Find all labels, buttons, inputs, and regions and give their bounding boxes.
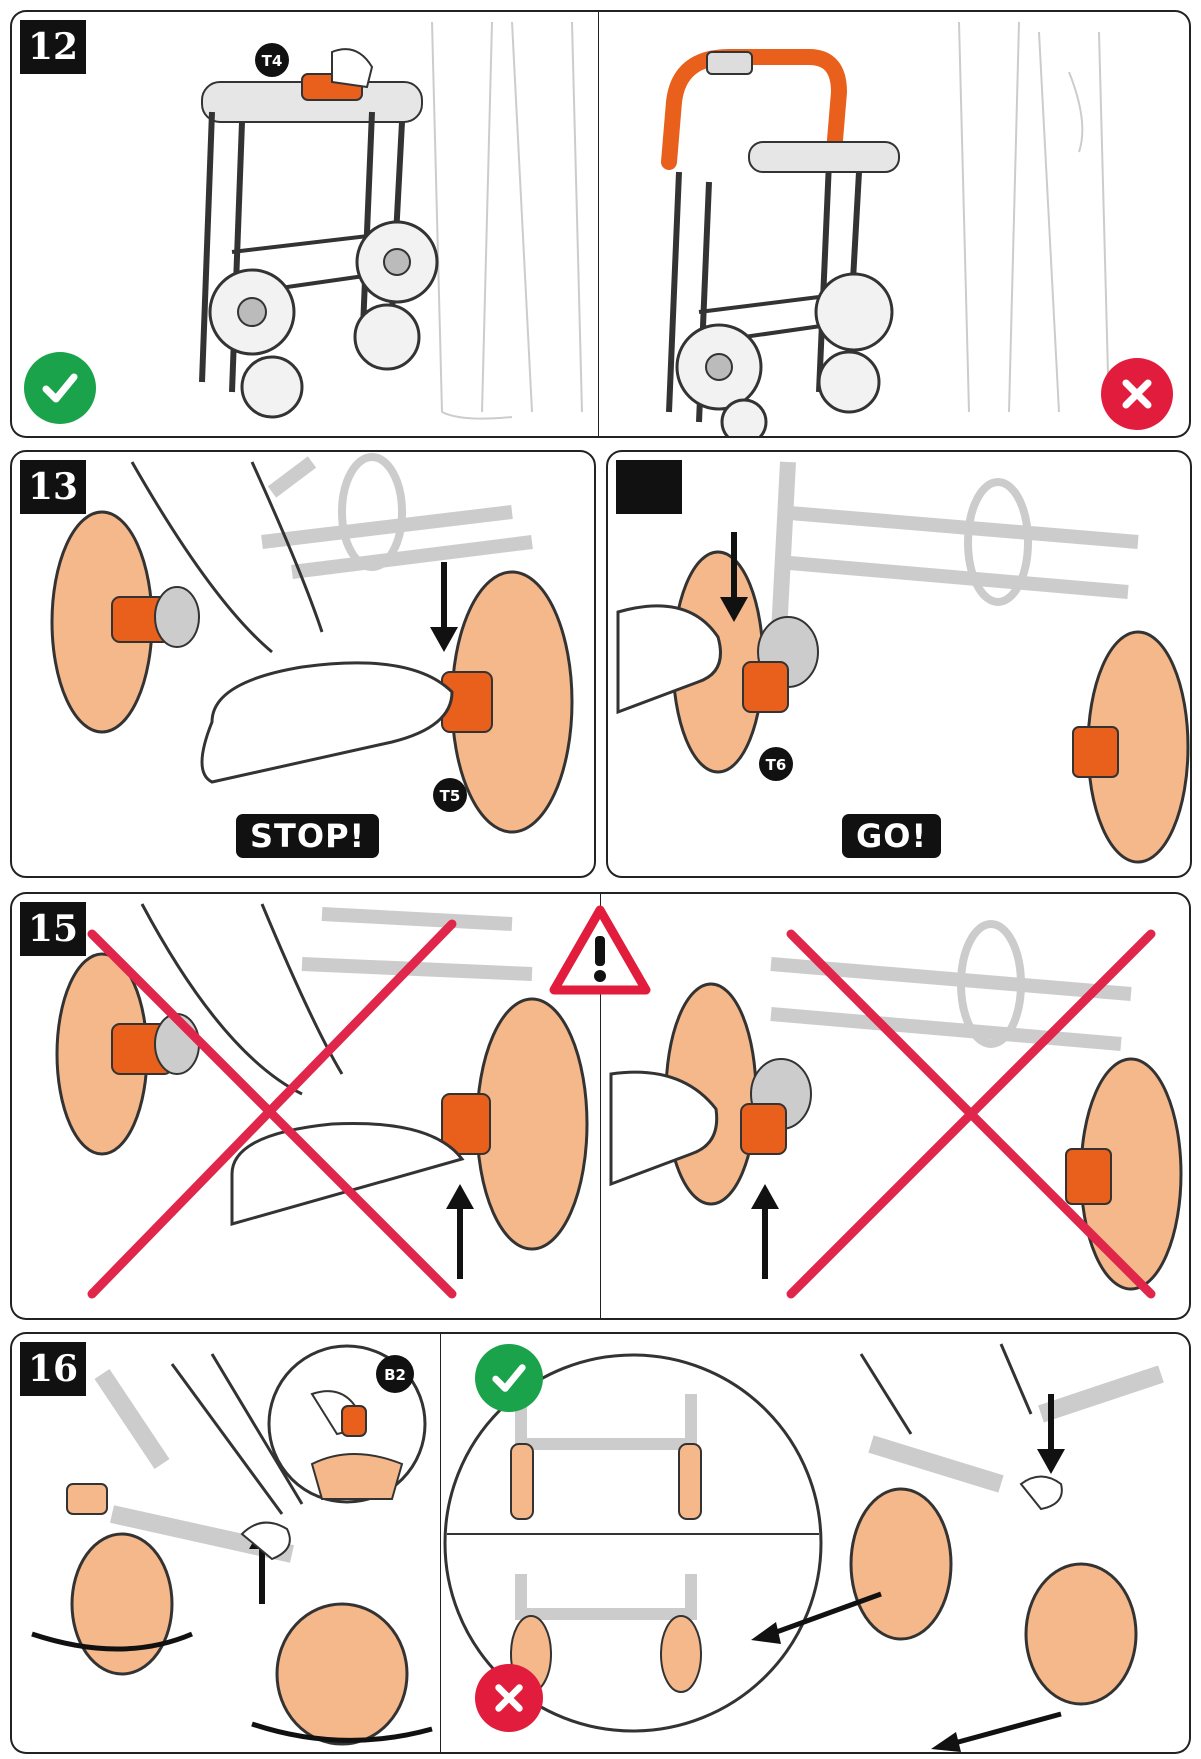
brake-go-illustration: T6: [616, 461, 1190, 864]
warning-triangle-icon: [549, 905, 651, 995]
go-label: GO!: [842, 814, 942, 858]
incorrect-brake-left-illustration: [55, 903, 589, 1299]
panel-step-12-left: 12 T4: [10, 10, 601, 438]
step-number-14: [616, 460, 682, 514]
wheel-alignment-illustration: [443, 1343, 1164, 1752]
check-icon-alignment: [475, 1344, 543, 1412]
svg-text:T4: T4: [262, 52, 283, 70]
callout-t4: T4: [255, 43, 289, 77]
wrong-cross-mark-2: [786, 929, 1156, 1299]
check-icon: [24, 352, 96, 424]
front-wheel-swivel-illustration: B2: [31, 1344, 433, 1746]
step-number-13: 13: [20, 460, 86, 514]
panel-step-16-left: 16 B2: [10, 1332, 443, 1754]
step-number-15: 15: [20, 902, 86, 956]
step-number-12: 12: [20, 20, 86, 74]
svg-text:B2: B2: [384, 1366, 406, 1384]
svg-text:T6: T6: [766, 756, 787, 774]
cross-icon-alignment: [475, 1664, 543, 1732]
panel-step-15-left: 15: [10, 892, 603, 1320]
step-number-16: 16: [20, 1342, 86, 1396]
panel-step-15-right: [600, 892, 1191, 1320]
panel-step-13: 13 T5 STOP!: [10, 450, 596, 878]
wrong-cross-mark: [87, 919, 457, 1299]
panel-step-14: T6 GO!: [606, 450, 1192, 878]
brake-stop-illustration: T5: [50, 453, 574, 834]
svg-text:T5: T5: [440, 787, 461, 805]
callout-t5: T5: [433, 778, 467, 812]
callout-b2: B2: [376, 1355, 414, 1393]
incorrect-brake-right-illustration: [609, 920, 1183, 1299]
callout-t6: T6: [759, 747, 793, 781]
stop-label: STOP!: [236, 814, 380, 858]
cross-icon: [1101, 358, 1173, 430]
panel-step-16-right: [440, 1332, 1191, 1754]
folded-stroller-illustration: T4: [199, 21, 583, 420]
unfolded-handle-stroller-illustration: [661, 21, 1110, 436]
panel-step-12-right: [598, 10, 1191, 438]
